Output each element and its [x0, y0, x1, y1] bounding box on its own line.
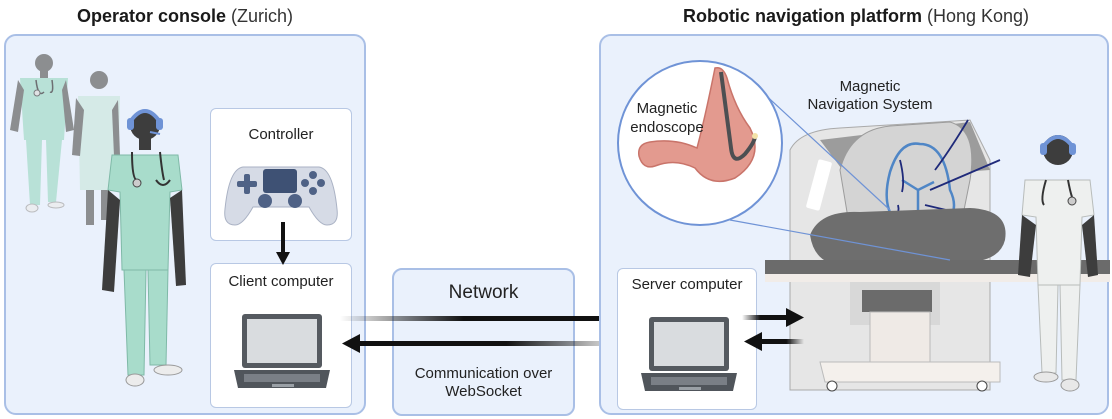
network-caption-line2: WebSocket: [445, 383, 522, 400]
laptop-icon: [641, 317, 737, 391]
server-computer-box: Server computer: [617, 268, 757, 410]
left-panel-title: Operator console (Zurich): [0, 6, 370, 27]
server-computer-label: Server computer: [631, 276, 743, 293]
laptop-icon: [234, 314, 330, 388]
nurse-figure: [72, 71, 120, 225]
controller-label: Controller: [248, 126, 314, 143]
controller-to-client-arrow: [276, 222, 290, 265]
right-title-location: (Hong Kong): [926, 6, 1030, 26]
operator-with-headset-figure: [102, 109, 186, 387]
operator-figures: [10, 54, 186, 387]
machine-to-server-arrow: [744, 332, 804, 351]
doctor-figure: [10, 54, 74, 213]
assistant-with-headset-figure: [1018, 135, 1098, 392]
system-label-line1: Magnetic: [839, 78, 901, 95]
network-caption-line1: Communication over: [414, 365, 553, 382]
pig-on-table: [810, 208, 1006, 266]
server-to-machine-arrow: [742, 308, 804, 327]
server-to-client-arrow: [342, 334, 628, 353]
network-label: Network: [448, 282, 519, 303]
system-label-line2: Navigation System: [807, 96, 933, 113]
controller-box: Controller: [210, 108, 352, 241]
right-title-bold: Robotic navigation platform: [682, 6, 922, 26]
inset-label-line2: endoscope: [630, 119, 704, 136]
client-to-server-arrow: [340, 309, 630, 328]
inset-callout-lines: [729, 89, 951, 261]
left-title-location: (Zurich): [231, 6, 294, 26]
stomach-inset: [617, 60, 783, 226]
inset-label-line1: Magnetic: [636, 100, 698, 117]
server-machine-arrows: [742, 308, 804, 351]
right-panel-title: Robotic navigation platform (Hong Kong): [600, 6, 1112, 27]
network-arrows: [340, 309, 630, 353]
client-computer-label: Client computer: [228, 273, 334, 290]
client-computer-box: Client computer: [210, 263, 352, 408]
left-title-bold: Operator console: [76, 6, 227, 26]
gamepad-icon: [224, 166, 338, 226]
